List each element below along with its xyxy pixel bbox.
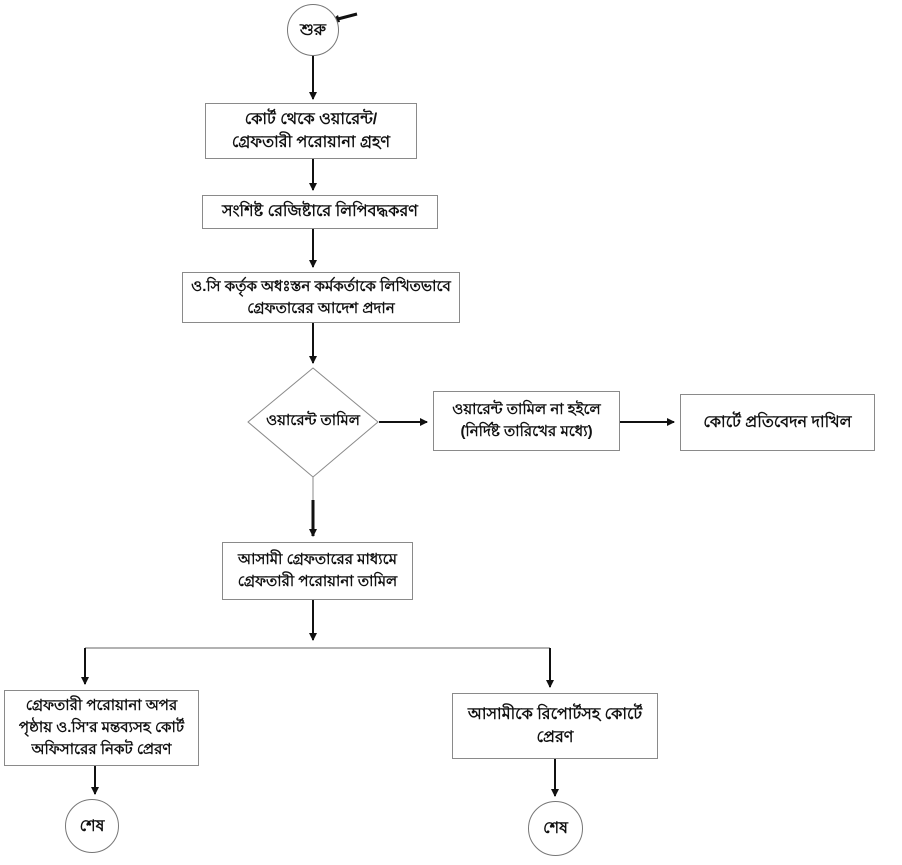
process-record-register: সংশিষ্ট রেজিষ্টারে লিপিবদ্ধকরণ: [202, 195, 438, 229]
end-terminator-left: শেষ: [65, 799, 119, 853]
end-label-left: শেষ: [79, 817, 105, 835]
decision-label: ওয়ারেন্ট তামিল: [266, 412, 360, 429]
process-record-register-line1: সংশিষ্ট রেজিষ্টারে লিপিবদ্ধকরণ: [222, 203, 418, 221]
process-send-accused-line2: প্রেরণ: [536, 729, 574, 746]
start-label: শুরু: [299, 21, 327, 39]
process-order-arrest: ও.সি কর্তৃক অধঃস্তন কর্মকর্তাকে লিখিতভাব…: [182, 272, 460, 323]
process-not-executed-line2: (নির্দিষ্ট তারিখের মধ্যে): [460, 423, 593, 440]
process-receive-warrant-line2: গ্রেফতারী পরোয়ানা গ্রহণ: [231, 134, 391, 151]
end-terminator-right: শেষ: [528, 801, 583, 856]
process-not-executed: ওয়ারেন্ট তামিল না হইলে (নির্দিষ্ট তারিখ…: [433, 391, 620, 451]
process-order-arrest-line2: গ্রেফতারের আদেশ প্রদান: [247, 299, 395, 317]
process-send-accused-line1: আসামীকে রিপোর্টসহ কোর্টে: [467, 705, 643, 723]
process-receive-warrant-line1: কোর্ট থেকে ওয়ারেন্ট/: [244, 110, 378, 128]
process-send-court-officer: গ্রেফতারী পরোয়ানা অপর পৃষ্ঠায় ও.সি'র ম…: [4, 690, 199, 766]
process-warrant-executed-line2: গ্রেফতারী পরোয়ানা তামিল: [237, 573, 398, 590]
process-send-court-officer-line2: পৃষ্ঠায় ও.সি'র মন্তব্যসহ কোর্ট: [18, 719, 185, 737]
end-label-right: শেষ: [543, 820, 568, 837]
process-court-report: কোর্টে প্রতিবেদন দাখিল: [680, 394, 875, 451]
process-send-accused: আসামীকে রিপোর্টসহ কোর্টে প্রেরণ: [452, 693, 658, 759]
process-send-court-officer-line3: অফিসারের নিকট প্রেরণ: [31, 740, 172, 758]
process-receive-warrant: কোর্ট থেকে ওয়ারেন্ট/ গ্রেফতারী পরোয়ানা…: [205, 103, 417, 159]
process-court-report-line1: কোর্টে প্রতিবেদন দাখিল: [703, 413, 852, 431]
start-terminator: শুরু: [287, 4, 339, 56]
process-not-executed-line1: ওয়ারেন্ট তামিল না হইলে: [452, 401, 601, 419]
process-warrant-executed-line1: আসামী গ্রেফতারের মাধ্যমে: [238, 551, 397, 569]
process-warrant-executed: আসামী গ্রেফতারের মাধ্যমে গ্রেফতারী পরোয়…: [222, 542, 413, 600]
process-send-court-officer-line1: গ্রেফতারী পরোয়ানা অপর: [25, 697, 178, 715]
process-order-arrest-line1: ও.সি কর্তৃক অধঃস্তন কর্মকর্তাকে লিখিতভাব…: [191, 277, 451, 295]
